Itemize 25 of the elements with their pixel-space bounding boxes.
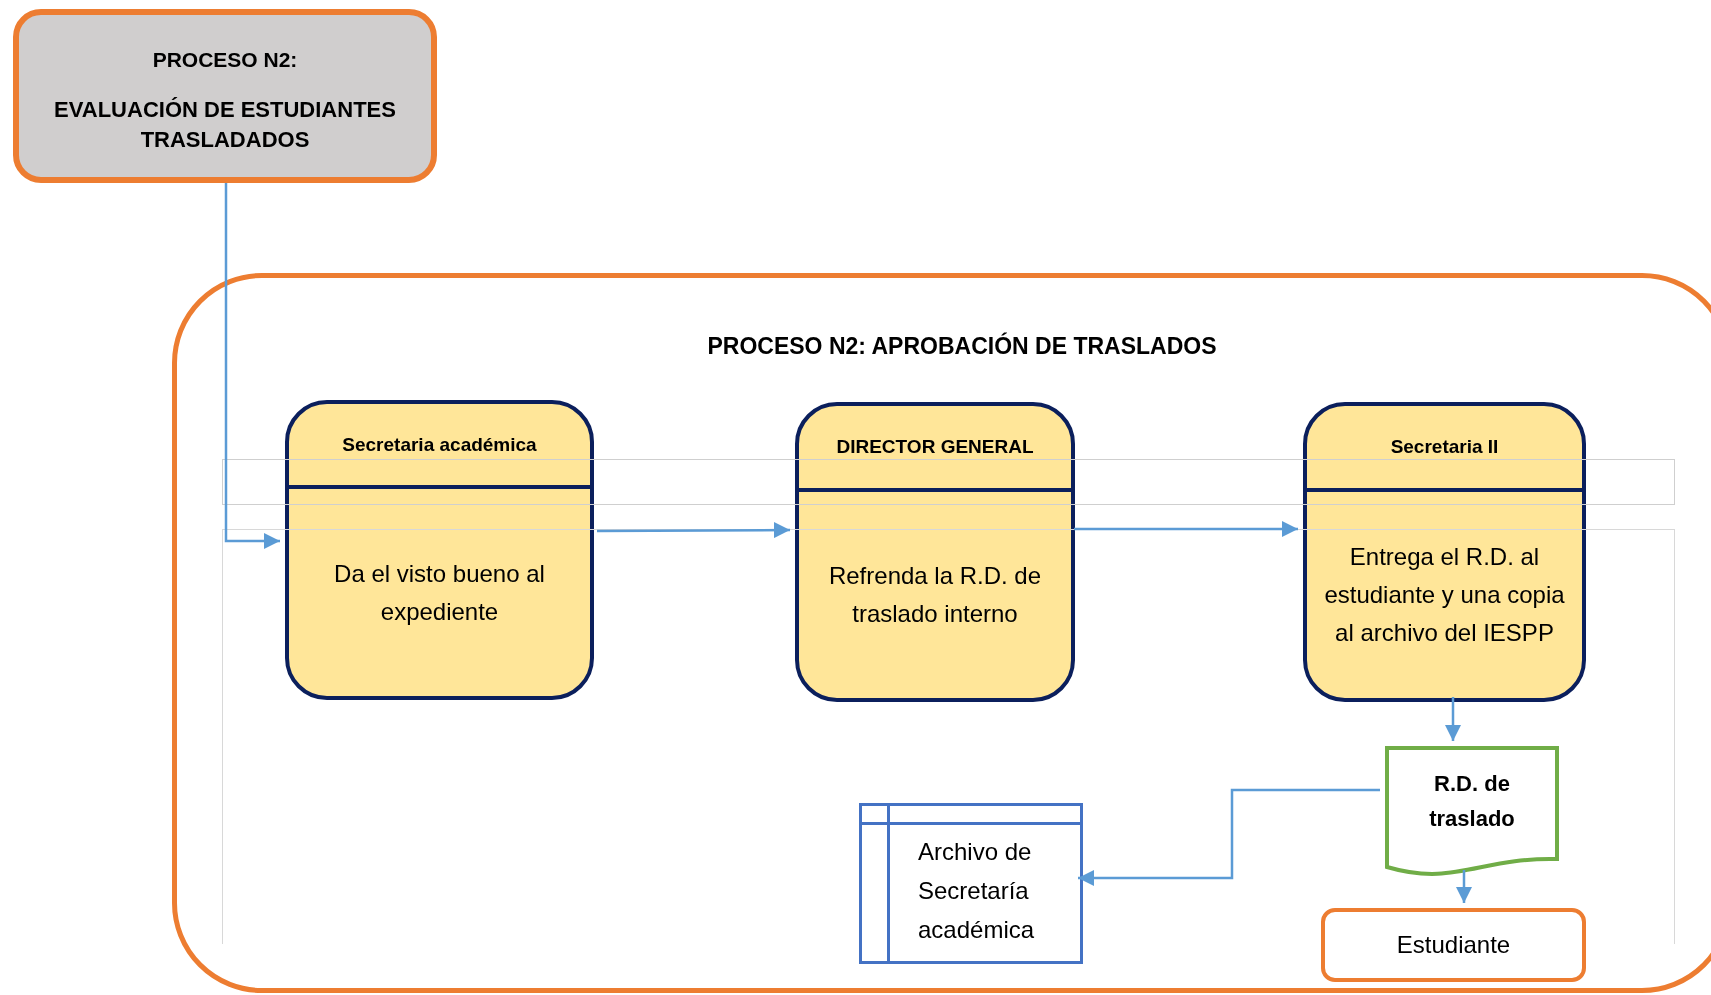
process-label: PROCESO N2: bbox=[151, 47, 299, 73]
document-label: R.D. de traslado bbox=[1428, 770, 1516, 833]
activity-text: Da el visto bueno al expediente bbox=[333, 558, 546, 627]
role-heading: DIRECTOR GENERAL bbox=[835, 435, 1035, 459]
arrow bbox=[1445, 697, 1461, 741]
process-box bbox=[13, 9, 437, 183]
role-heading: Secretaria II bbox=[1389, 435, 1500, 459]
activity-text: Entrega el R.D. al estudiante y una copia al archivo del IESPP bbox=[1323, 542, 1566, 648]
frame-title: PROCESO N2: APROBACIÓN DE TRASLADOS bbox=[706, 333, 1218, 360]
role-heading: Secretaria académica bbox=[341, 432, 538, 457]
store-label: Archivo de Secretaría académica bbox=[918, 837, 1036, 945]
entity-label: Estudiante bbox=[1395, 930, 1512, 960]
activity-text: Refrenda la R.D. de traslado interno bbox=[827, 561, 1043, 629]
process-box bbox=[285, 400, 594, 700]
arrow bbox=[1456, 870, 1472, 903]
process-frame bbox=[172, 273, 1711, 993]
process-box bbox=[1303, 402, 1586, 702]
data-store bbox=[859, 803, 1083, 964]
arrow bbox=[597, 522, 790, 539]
arrow bbox=[1078, 788, 1380, 886]
arrow bbox=[1074, 521, 1298, 537]
process-title: EVALUACIÓN DE ESTUDIANTES TRASLADADOS bbox=[53, 96, 397, 154]
arrow bbox=[224, 183, 280, 549]
process-box bbox=[795, 402, 1075, 702]
entity-box bbox=[1321, 908, 1586, 982]
